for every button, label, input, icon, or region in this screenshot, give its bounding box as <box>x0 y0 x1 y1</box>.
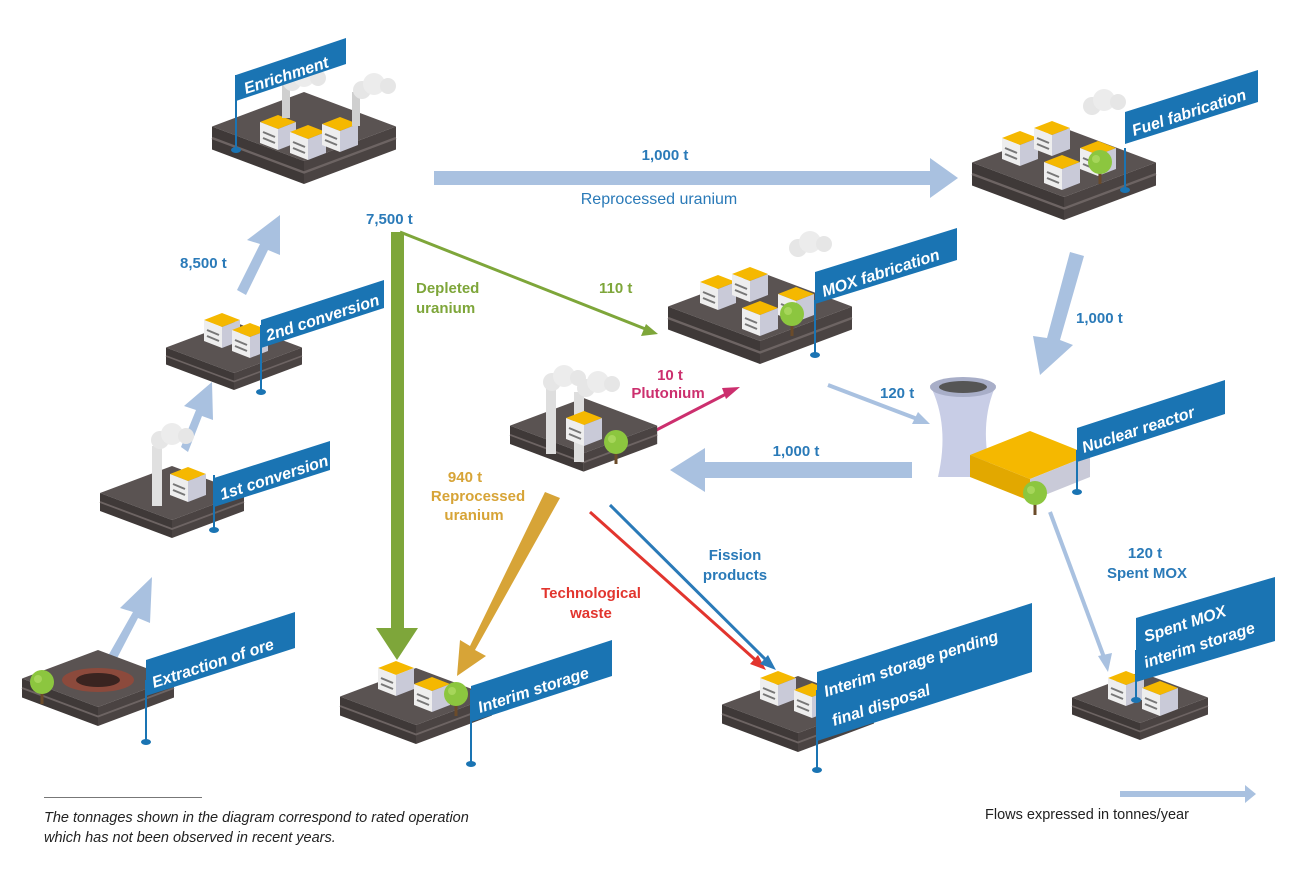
label-mox-to-reactor-qty: 120 t <box>880 385 914 402</box>
flag-nuclear-reactor: Nuclear reactor <box>1072 380 1225 495</box>
arrow-extraction-to-conv1 <box>104 577 152 668</box>
facility-fuel-fabrication <box>970 89 1158 222</box>
label-techwaste-2: waste <box>569 605 612 622</box>
arrow-conv2-to-enrich <box>237 215 280 295</box>
footnote-line-1: The tonnages shown in the diagram corres… <box>44 810 469 826</box>
label-enrich-to-fuel: Reprocessed uranium <box>581 191 738 208</box>
arrow-reactor-to-spentmox <box>1048 511 1107 661</box>
facility-interim-storage <box>339 660 493 745</box>
facility-nuclear-reactor <box>930 377 1090 517</box>
flag-extraction: Extraction of ore <box>141 612 295 745</box>
flag-second-conversion: 2nd conversion <box>256 280 384 395</box>
arrow-reactor-to-reprocessing <box>670 448 912 492</box>
footnote-line-2: which has not been observed in recent ye… <box>44 830 336 846</box>
label-conv2-to-enrich-qty: 8,500 t <box>180 255 227 272</box>
flow-labels: 1,000 t Reprocessed uranium 7,500 t 8,50… <box>180 147 1187 622</box>
arrow-depleted-uranium <box>376 232 418 660</box>
facility-extraction <box>21 649 175 727</box>
legend-arrow <box>1120 785 1256 803</box>
arrow-mox-to-reactor <box>827 383 921 422</box>
flag-mox-fabrication: MOX fabrication <box>810 228 957 358</box>
label-spent-mox: Spent MOX <box>1107 565 1187 582</box>
label-plutonium: Plutonium <box>631 385 704 402</box>
label-depleted-2: uranium <box>416 300 475 317</box>
facility-enrichment <box>210 65 398 186</box>
label-fission-1: Fission <box>709 547 762 564</box>
arrow-techwaste <box>589 510 761 666</box>
label-repro-uranium-1: Reprocessed <box>431 488 525 505</box>
label-enrichment-out-qty: 7,500 t <box>366 211 413 228</box>
flag-interim-storage-pending: Interim storage pending final disposal <box>812 603 1032 773</box>
label-fuel-to-reactor-qty: 1,000 t <box>1076 310 1123 327</box>
label-fission-2: products <box>703 567 767 584</box>
label-techwaste-1: Technological <box>541 585 641 602</box>
arrow-to-mox <box>399 230 649 332</box>
arrow-enrich-to-fuel <box>434 158 958 198</box>
units-legend: Flows expressed in tonnes/year <box>985 807 1189 823</box>
facility-spent-mox-storage <box>1071 670 1209 741</box>
label-repro-uranium-2: uranium <box>444 507 503 524</box>
footnote: The tonnages shown in the diagram corres… <box>44 808 684 848</box>
label-reactor-to-reprocessing-qty: 1,000 t <box>773 443 820 460</box>
arrow-reprocessed-uranium <box>457 492 560 676</box>
note-divider <box>44 797 202 798</box>
label-depleted-1: Depleted <box>416 280 479 297</box>
label-plutonium-qty: 10 t <box>657 367 683 384</box>
facility-reprocessing <box>509 365 659 473</box>
facility-first-conversion <box>99 423 245 539</box>
arrow-fission <box>608 503 772 666</box>
arrow-fuel-to-reactor <box>1033 252 1084 375</box>
label-repro-uranium-qty: 940 t <box>448 469 482 486</box>
label-to-mox-qty: 110 t <box>599 280 632 297</box>
label-enrich-to-fuel-qty: 1,000 t <box>642 147 689 164</box>
label-spent-mox-qty: 120 t <box>1128 545 1162 562</box>
flow-arrows <box>104 158 1256 803</box>
flag-first-conversion: 1st conversion <box>209 441 331 533</box>
flag-interim-storage: Interim storage <box>466 640 612 767</box>
